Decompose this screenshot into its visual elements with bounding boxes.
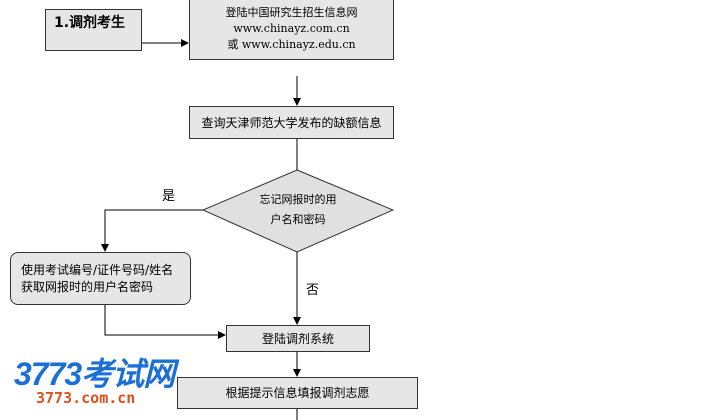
watermark-url: 3773.com.cn — [36, 389, 136, 407]
yes-label: 是 — [162, 189, 176, 204]
login-site-url1: www.chinayz.com.cn — [233, 22, 350, 35]
decision-text: 忘记网报时的用 户名和密码 — [250, 190, 346, 230]
retrieve-node: 使用考试编号/证件号码/姓名 获取网报时的用户名密码 — [10, 252, 191, 305]
fill-label: 根据提示信息填报调剂志愿 — [225, 386, 370, 400]
login-system-label: 登陆调剂系统 — [261, 331, 334, 346]
login-site-node: 登陆中国研究生招生信息网 www.chinayz.com.cn 或 www.ch… — [189, 0, 394, 60]
watermark-brand: 3773考试网 — [14, 356, 175, 392]
arrow-yes — [101, 209, 203, 252]
decision-line1: 忘记网报时的用 — [259, 193, 337, 206]
retrieve-line2: 获取网报时的用户名密码 — [21, 279, 154, 294]
watermark-logo: 3773考试网 3773.com.cn — [14, 356, 175, 407]
fill-node: 根据提示信息填报调剂志愿 — [177, 377, 418, 409]
login-site-url2: 或 www.chinayz.edu.cn — [227, 38, 356, 51]
query-label: 查询天津师范大学发布的缺额信息 — [201, 115, 382, 130]
query-node: 查询天津师范大学发布的缺额信息 — [189, 106, 394, 139]
login-system-node: 登陆调剂系统 — [226, 325, 370, 352]
start-node: 1.调剂考生 — [45, 9, 142, 51]
start-label: 1.调剂考生 — [54, 15, 126, 31]
login-site-title: 登陆中国研究生招生信息网 — [225, 6, 358, 19]
arrow-retrieve-to-login — [104, 304, 226, 339]
decision-line2: 户名和密码 — [270, 213, 326, 226]
no-label: 否 — [306, 283, 320, 298]
retrieve-line1: 使用考试编号/证件号码/姓名 — [21, 262, 174, 277]
